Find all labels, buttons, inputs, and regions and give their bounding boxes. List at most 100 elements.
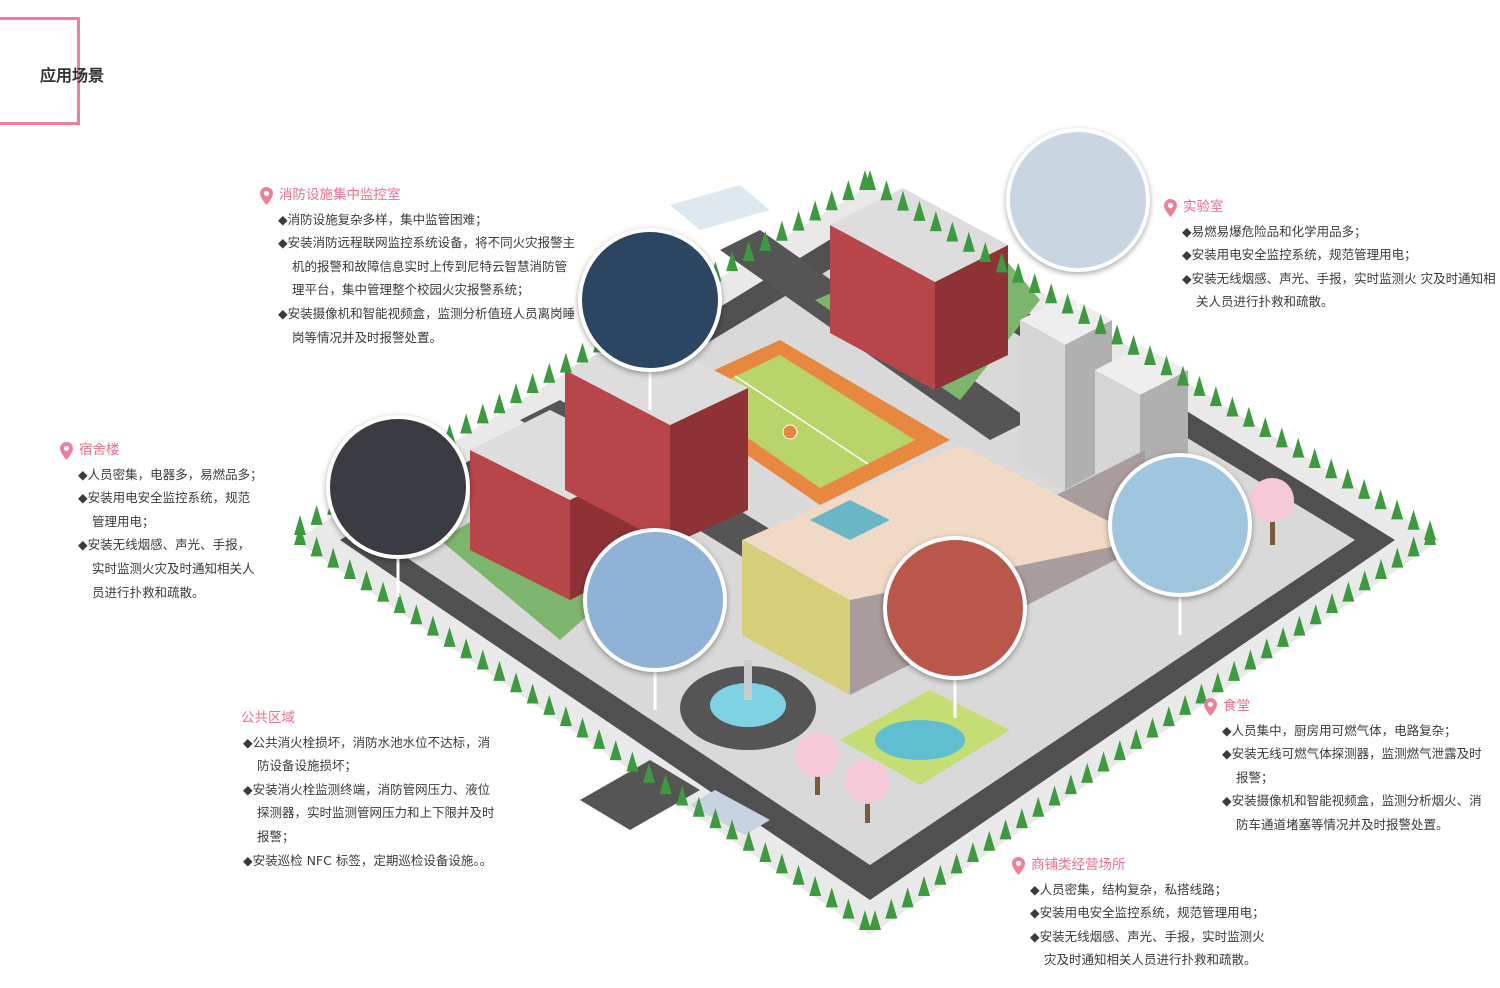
tree — [809, 876, 822, 897]
tree — [962, 231, 975, 252]
bullet-line: ◆安装用电安全监控系统，规范 — [78, 490, 251, 506]
bullet-line: 理平台，集中管理整个校园火灾报警系统； — [292, 282, 530, 298]
tree — [476, 649, 489, 670]
location-pin-icon — [1164, 198, 1177, 217]
tree — [526, 683, 539, 704]
bullet-line: 岗等情况并及时报警处置。 — [292, 329, 443, 345]
tree — [759, 842, 772, 863]
tree — [1064, 774, 1077, 795]
tree — [901, 887, 914, 908]
tree — [1244, 649, 1257, 670]
tree — [1179, 694, 1192, 715]
tree — [1130, 728, 1143, 749]
tree — [1012, 262, 1025, 283]
tree — [1081, 762, 1094, 783]
bullet-line: 机的报警和故障信息实时上传到尼特云智慧消防管 — [292, 258, 568, 274]
bullet-line: 探测器，实时监测管网压力和上下限并及时 — [257, 805, 495, 821]
scenario-heading: 商铺类经营场所 — [1012, 854, 1265, 878]
tree — [1325, 458, 1338, 479]
tree — [626, 751, 639, 772]
tree — [1391, 499, 1404, 520]
tree — [360, 570, 373, 591]
tree — [609, 740, 622, 761]
tree — [1146, 717, 1159, 738]
bullet-line: 防设备设施损坏； — [257, 758, 358, 774]
scenario-title: 公共区域 — [241, 710, 295, 726]
office-building-photo — [583, 528, 727, 672]
bullet-line: ◆公共消火栓损坏，消防水池水位不达标，消 — [243, 734, 491, 750]
tree — [1111, 324, 1124, 345]
tree — [950, 853, 963, 874]
tree — [1407, 536, 1420, 557]
tree — [792, 864, 805, 885]
tree — [310, 536, 323, 557]
gatehouse — [690, 790, 770, 835]
tree — [1028, 272, 1041, 293]
tree — [1308, 447, 1321, 468]
tree — [1078, 303, 1091, 324]
tree — [1015, 808, 1028, 829]
tree — [775, 853, 788, 874]
tree — [576, 717, 589, 738]
tree — [917, 876, 930, 897]
gate — [670, 185, 770, 230]
tree — [995, 252, 1008, 273]
tree — [896, 190, 909, 211]
tree — [1260, 638, 1273, 659]
tree — [809, 200, 822, 221]
location-pin-icon — [1012, 856, 1025, 875]
tree — [825, 190, 838, 211]
tree — [726, 251, 739, 272]
tree — [443, 626, 456, 647]
tree — [913, 200, 926, 221]
tree — [742, 830, 755, 851]
bullet-line: ◆安装摄像机和智能视频盒，监测分析值班人员离岗睡 — [278, 305, 576, 321]
tree — [1160, 355, 1173, 376]
tree — [576, 342, 589, 363]
lab-photo — [1006, 128, 1150, 272]
tree — [859, 910, 871, 930]
tree — [1209, 386, 1222, 407]
tree — [460, 413, 473, 434]
tree — [543, 694, 556, 715]
control-room-photo — [578, 228, 722, 372]
tree — [510, 383, 523, 404]
supermarket-photo — [883, 536, 1027, 680]
location-pin-icon — [1204, 697, 1217, 716]
tree — [593, 728, 606, 749]
tree — [1045, 283, 1058, 304]
tree — [983, 830, 996, 851]
title-bracket — [0, 17, 80, 125]
entrance-road — [580, 760, 700, 830]
page-title: 应用场景 — [40, 66, 105, 85]
tree — [825, 887, 838, 908]
tree — [759, 230, 772, 251]
bullet-line: 员进行扑救和疏散。 — [92, 584, 205, 600]
tree — [1292, 437, 1305, 458]
tree — [410, 604, 423, 625]
tree — [1162, 706, 1175, 727]
tree — [934, 864, 947, 885]
tree — [1277, 626, 1290, 647]
tree — [885, 898, 898, 919]
bullet-line: ◆安装无线烟感、声光、手报， — [78, 537, 251, 553]
bullet-line: ◆安装无线可燃气体探测器，监测燃气泄露及时 — [1222, 746, 1482, 762]
tree — [1193, 375, 1206, 396]
scenario-title: 宿舍楼 — [79, 442, 120, 458]
bullet-line: ◆安装消火栓监测终端，消防管网压力、液位 — [243, 781, 491, 797]
bullet-line: ◆安装用电安全监控系统，规范管理用电； — [1030, 905, 1265, 921]
tree — [426, 615, 439, 636]
tree — [493, 393, 506, 414]
tree — [1176, 365, 1189, 386]
scenario-heading: 公共区域 — [241, 707, 495, 731]
tree — [842, 180, 855, 201]
tree — [1195, 683, 1208, 704]
tree — [327, 547, 340, 568]
tree — [1113, 740, 1126, 761]
bullet-line: ◆安装巡检 NFC 标签，定期巡检设备设施。。 — [243, 852, 493, 868]
tree — [709, 808, 722, 829]
tree — [1228, 660, 1241, 681]
tree — [946, 221, 959, 242]
tree — [460, 638, 473, 659]
tree — [510, 672, 523, 693]
